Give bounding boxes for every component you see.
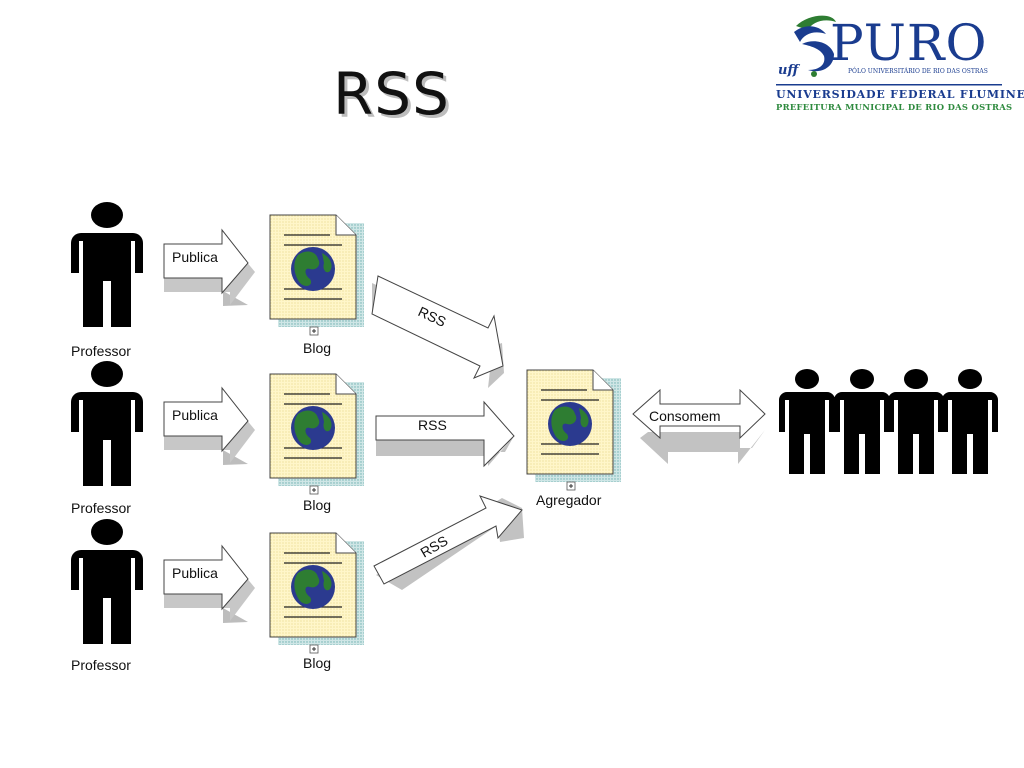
logo-university: UNIVERSIDADE FEDERAL FLUMINENSE bbox=[776, 88, 1024, 101]
publica-arrow: Publica bbox=[163, 228, 255, 306]
puro-uff-logo: PURO uff PÓLO UNIVERSITÁRIO DE RIO DAS O… bbox=[774, 8, 1024, 118]
professor-label: Professor bbox=[71, 500, 131, 516]
reader-figure-icon bbox=[779, 369, 835, 474]
blog-label: Blog bbox=[303, 497, 331, 513]
publica-label: Publica bbox=[172, 565, 218, 581]
reader-figure-icon bbox=[834, 369, 890, 474]
blog-document-icon bbox=[269, 532, 365, 654]
slide-title: RSS bbox=[333, 60, 450, 128]
rss-arrow: RSS bbox=[375, 400, 515, 468]
blog-document-icon bbox=[269, 214, 365, 336]
logo-campus: PÓLO UNIVERSITÁRIO DE RIO DAS OSTRAS bbox=[848, 68, 988, 75]
logo-mark: uff bbox=[778, 63, 799, 78]
blog-label: Blog bbox=[303, 340, 331, 356]
blog-label: Blog bbox=[303, 655, 331, 671]
professor-label: Professor bbox=[71, 657, 131, 673]
publica-label: Publica bbox=[172, 407, 218, 423]
professor-figure-icon bbox=[71, 361, 143, 486]
rss-arrow: RSS bbox=[373, 495, 524, 590]
publica-arrow: Publica bbox=[163, 544, 255, 623]
row-3: Professor Publica Blog RSS bbox=[71, 495, 524, 673]
row-1: Professor Publica Blog RSS bbox=[71, 202, 504, 388]
professor-figure-icon bbox=[71, 202, 143, 327]
logo-name: PURO bbox=[830, 14, 988, 72]
blog-document-icon bbox=[269, 373, 365, 495]
aggregator-label: Agregador bbox=[536, 492, 602, 508]
publica-arrow: Publica bbox=[163, 386, 255, 465]
puro-logo-graphic bbox=[776, 15, 1002, 86]
publica-label: Publica bbox=[172, 249, 218, 265]
reader-figure-icon bbox=[888, 369, 944, 474]
logo-prefecture: PREFEITURA MUNICIPAL DE RIO DAS OSTRAS bbox=[776, 102, 1013, 112]
readers-group bbox=[779, 369, 998, 474]
aggregator: Agregador bbox=[526, 369, 622, 508]
consomem-label: Consomem bbox=[649, 408, 721, 424]
reader-figure-icon bbox=[942, 369, 998, 474]
professor-label: Professor bbox=[71, 343, 131, 359]
aggregator-document-icon bbox=[526, 369, 622, 491]
rss-label: RSS bbox=[418, 417, 447, 433]
consomem-arrow: Consomem bbox=[632, 388, 766, 464]
professor-figure-icon bbox=[71, 519, 143, 644]
row-2: Professor Publica Blog RSS bbox=[71, 361, 515, 516]
rss-arrow: RSS bbox=[371, 275, 504, 388]
